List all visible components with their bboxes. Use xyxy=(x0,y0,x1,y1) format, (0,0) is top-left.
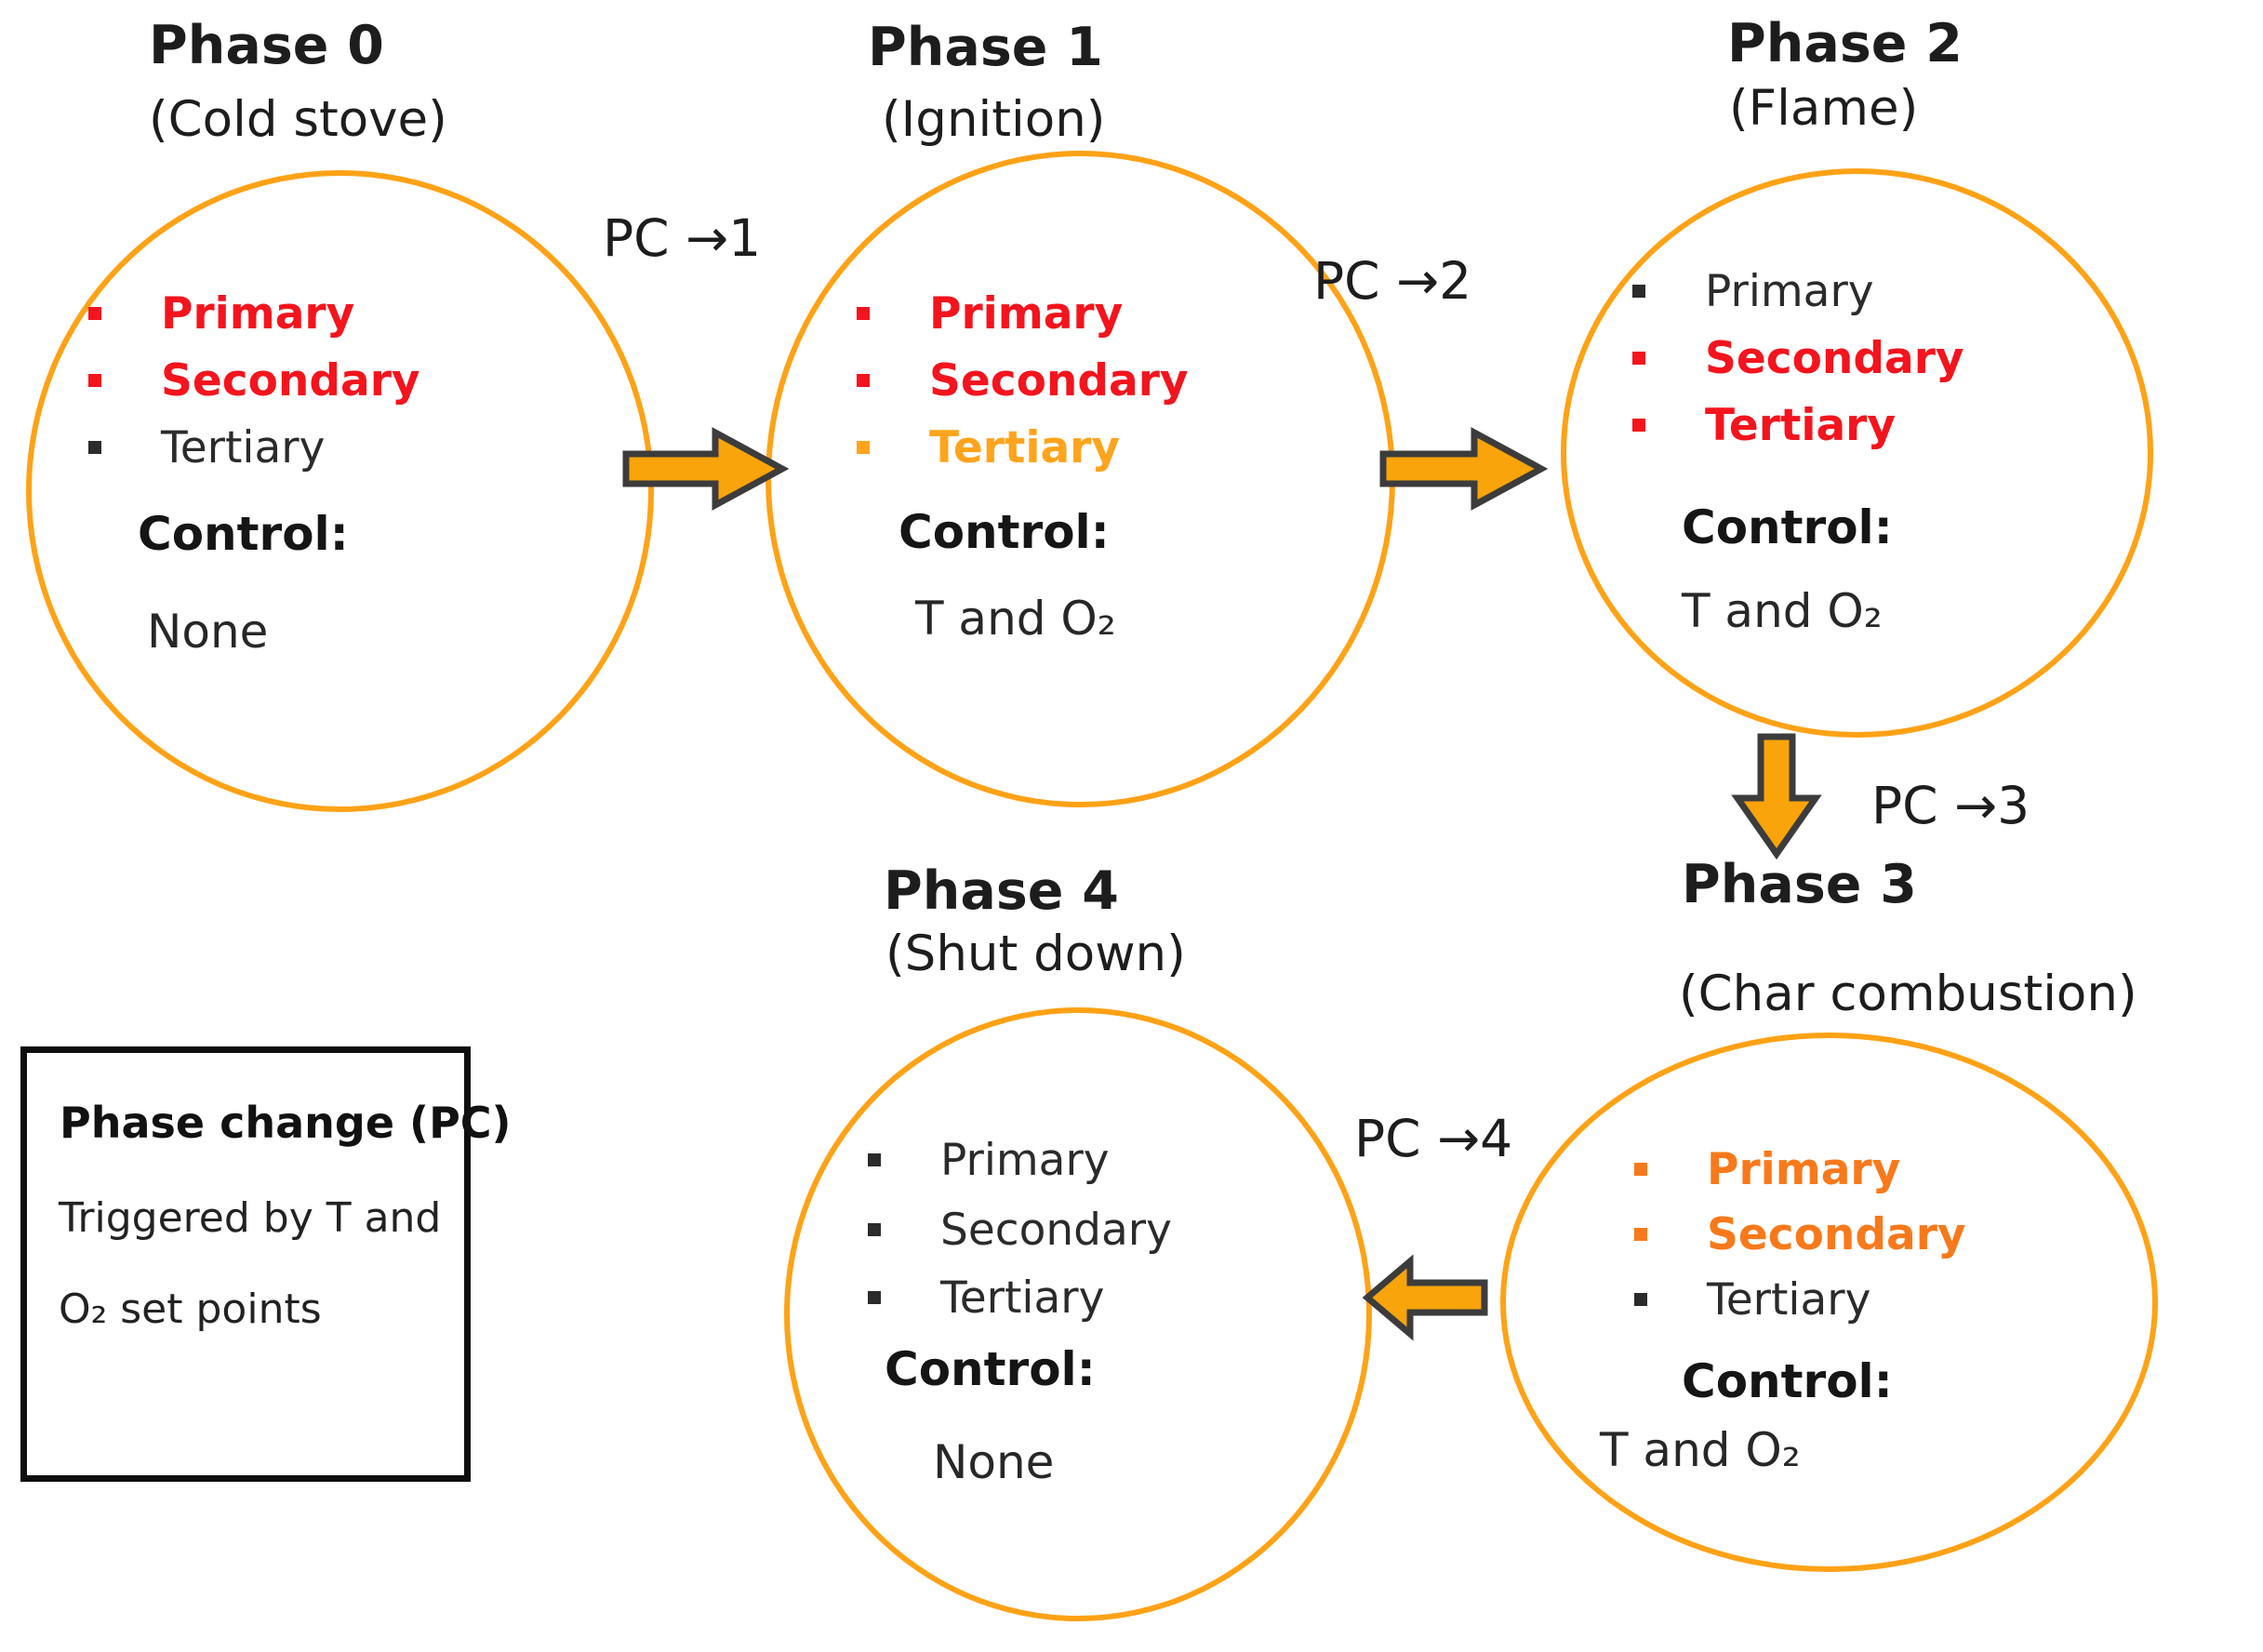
bullet-label: Primary xyxy=(1707,1143,1901,1195)
phase-1-control-value: T and O₂ xyxy=(915,592,1116,646)
phase-4-control-label: Control: xyxy=(885,1342,1096,1396)
phase-3-circle xyxy=(1500,1032,2158,1572)
phase-4-control-value: None xyxy=(933,1435,1055,1489)
pc-transition-4-label: PC →4 xyxy=(1354,1109,1513,1168)
bullet-label: Primary xyxy=(1705,265,1874,317)
phase-0-bullet-tertiary: Tertiary xyxy=(88,420,325,474)
bullet-dot-icon xyxy=(857,307,870,320)
pc-transition-2-label: PC →2 xyxy=(1313,251,1472,311)
phase-3-subtitle: (Char combustion) xyxy=(1679,966,2137,1022)
phase-3-bullet-primary: Primary xyxy=(1634,1142,1900,1196)
bullet-label: Primary xyxy=(161,287,355,340)
phase-1-circle xyxy=(765,151,1395,807)
phase-1-bullet-primary: Primary xyxy=(857,286,1123,340)
phase-4-bullet-secondary: Secondary xyxy=(868,1203,1172,1257)
bullet-label: Primary xyxy=(940,1134,1110,1186)
bullet-dot-icon xyxy=(1632,285,1645,298)
legend-box: Phase change (PC) Triggered by T and O₂ … xyxy=(20,1046,512,1482)
phase-0-title: Phase 0 xyxy=(149,15,384,76)
bullet-dot-icon xyxy=(1632,352,1645,365)
phase-3-control-value: T and O₂ xyxy=(1600,1423,1801,1477)
phase-2-bullet-secondary: Secondary xyxy=(1632,331,1964,385)
legend-line-2: O₂ set points xyxy=(59,1286,322,1333)
bullet-label: Tertiary xyxy=(1707,1273,1871,1326)
bullet-label: Secondary xyxy=(1707,1208,1966,1260)
bullet-dot-icon xyxy=(1634,1163,1647,1176)
bullet-label: Tertiary xyxy=(929,421,1120,473)
bullet-dot-icon xyxy=(1632,419,1645,432)
pc-transition-3-label: PC →3 xyxy=(1871,776,2030,835)
bullet-label: Primary xyxy=(929,287,1124,340)
bullet-dot-icon xyxy=(857,374,870,387)
bullet-dot-icon xyxy=(868,1223,881,1236)
phase-2-circle xyxy=(1561,168,2153,738)
bullet-dot-icon xyxy=(857,441,870,454)
phase-0-subtitle: (Cold stove) xyxy=(149,91,447,148)
arrow-right-0-1-icon xyxy=(622,427,790,511)
bullet-dot-icon xyxy=(88,441,101,454)
phase-3-title: Phase 3 xyxy=(1682,854,1917,915)
arrow-left-3-4-icon xyxy=(1362,1254,1488,1341)
phase-0-circle xyxy=(26,170,654,812)
bullet-label: Tertiary xyxy=(1705,399,1896,451)
bullet-dot-icon xyxy=(88,307,101,320)
phase-2-control-label: Control: xyxy=(1682,500,1893,554)
phase-0-control-value: None xyxy=(147,605,269,659)
phase-1-subtitle: (Ignition) xyxy=(882,91,1106,148)
phase-2-bullet-primary: Primary xyxy=(1632,264,1874,318)
legend-title: Phase change (PC) xyxy=(60,1098,512,1148)
phase-2-bullet-tertiary: Tertiary xyxy=(1632,398,1896,452)
phase-4-title: Phase 4 xyxy=(884,860,1119,922)
bullet-label: Secondary xyxy=(161,354,420,406)
bullet-dot-icon xyxy=(868,1291,881,1304)
bullet-dot-icon xyxy=(868,1153,881,1166)
phase-1-bullet-secondary: Secondary xyxy=(857,353,1189,407)
legend-line-1: Triggered by T and xyxy=(59,1194,442,1242)
phase-2-title: Phase 2 xyxy=(1727,13,1963,74)
phase-2-subtitle: (Flame) xyxy=(1729,80,1919,137)
bullet-label: Secondary xyxy=(940,1204,1172,1256)
phase-3-bullet-tertiary: Tertiary xyxy=(1634,1272,1870,1326)
phase-4-subtitle: (Shut down) xyxy=(885,926,1186,982)
phase-3-bullet-secondary: Secondary xyxy=(1634,1207,1966,1261)
phase-0-bullet-secondary: Secondary xyxy=(88,353,420,407)
phase-1-bullet-tertiary: Tertiary xyxy=(857,420,1120,474)
bullet-dot-icon xyxy=(1634,1228,1647,1241)
arrow-down-2-3-icon xyxy=(1731,733,1822,860)
bullet-label: Tertiary xyxy=(161,421,326,473)
phase-4-circle xyxy=(784,1007,1372,1621)
phase-2-control-value: T and O₂ xyxy=(1682,584,1883,638)
bullet-label: Secondary xyxy=(1705,332,1964,384)
bullet-label: Tertiary xyxy=(940,1272,1105,1324)
bullet-dot-icon xyxy=(88,374,101,387)
phase-4-bullet-tertiary: Tertiary xyxy=(868,1271,1104,1325)
phase-0-control-label: Control: xyxy=(138,507,349,561)
pc-transition-1-label: PC →1 xyxy=(603,208,762,268)
arrow-right-1-2-icon xyxy=(1379,427,1549,511)
phase-4-bullet-primary: Primary xyxy=(868,1133,1110,1187)
phase-1-control-label: Control: xyxy=(899,505,1110,559)
phase-3-control-label: Control: xyxy=(1682,1354,1893,1408)
phase-0-bullet-primary: Primary xyxy=(88,286,354,340)
bullet-dot-icon xyxy=(1634,1293,1647,1306)
phase-1-title: Phase 1 xyxy=(868,17,1103,78)
bullet-label: Secondary xyxy=(929,354,1189,406)
